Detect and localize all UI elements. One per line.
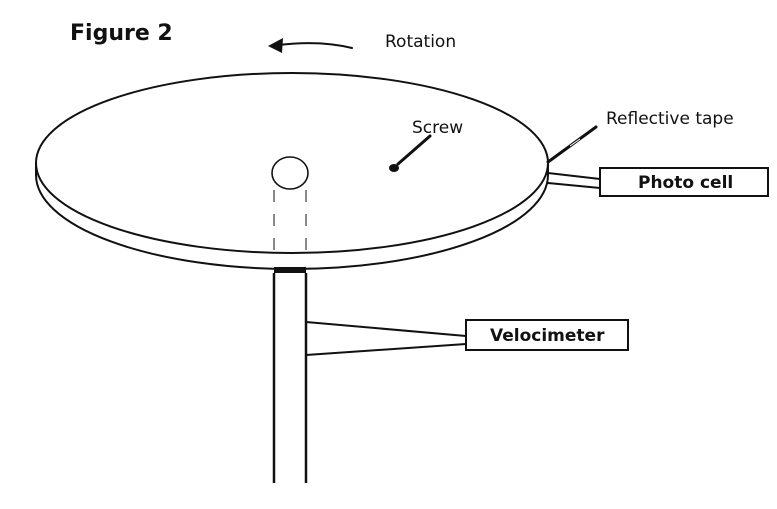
velocimeter-label: Velocimeter: [490, 326, 605, 346]
velocimeter-box: [465, 319, 629, 351]
rotation-label: Rotation: [385, 32, 456, 52]
photo-cell: Photo cell: [547, 167, 769, 197]
shaft-cap: [274, 267, 306, 273]
reflective-tape-label: Reflective tape: [606, 109, 734, 129]
photo-cell-label: Photo cell: [638, 173, 733, 193]
screw-icon: [389, 134, 432, 172]
shaft: [272, 267, 308, 483]
figure-title: Figure 2: [70, 21, 173, 46]
velocimeter: Velocimeter: [305, 319, 629, 356]
velocimeter-lines: [305, 321, 467, 356]
center-hole: [271, 156, 309, 190]
rotation-arrow-icon: [268, 38, 353, 53]
photo-cell-beam: [547, 172, 601, 189]
photo-cell-box: [599, 167, 769, 197]
screw-label: Screw: [412, 118, 463, 138]
reflective-tape-pointer-icon: [546, 125, 598, 164]
